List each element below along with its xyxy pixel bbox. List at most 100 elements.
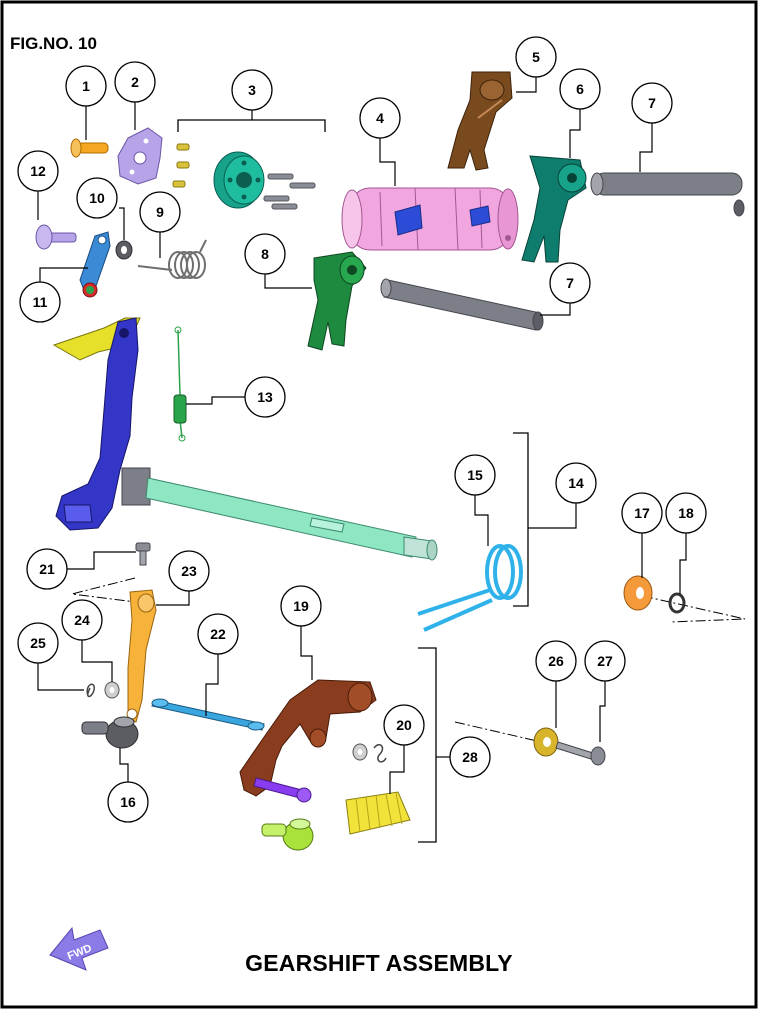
part-19-shift-arm: [239, 679, 377, 797]
callout-6: 6: [559, 68, 601, 110]
leader-line: [639, 123, 653, 172]
part-21-bolt: [135, 542, 151, 566]
callout-26: 26: [535, 640, 577, 682]
leader-line: [156, 591, 190, 606]
part-13-return-spring: [173, 326, 187, 442]
callout-13: 13: [244, 376, 286, 418]
callout-number: 24: [74, 612, 90, 628]
part-26-washer: [533, 727, 559, 757]
part-8-shift-fork: [307, 251, 367, 351]
leader-line: [379, 138, 396, 186]
part-18-circlip: [668, 592, 686, 614]
callout-number: 5: [532, 49, 540, 65]
shift-arm-assembly: [52, 317, 141, 531]
leader-line: [119, 748, 129, 782]
callout-bubble: [65, 65, 107, 107]
callout-27: 27: [584, 640, 626, 682]
leader-line: [528, 503, 577, 529]
callout-bubble: [515, 36, 557, 78]
leader-line: [679, 533, 687, 594]
bracket-28: [418, 647, 437, 843]
callout-number: 21: [39, 561, 55, 577]
callout-number: 23: [181, 563, 197, 579]
leader-line: [569, 109, 581, 158]
leader-line: [39, 267, 88, 282]
leader-line: [81, 640, 113, 682]
callout-bubble: [449, 736, 491, 778]
callout-15: 15: [454, 454, 496, 496]
callout-number: 7: [648, 95, 656, 111]
callout-14: 14: [555, 462, 597, 504]
callout-8: 8: [244, 233, 286, 275]
callout-5: 5: [515, 36, 557, 78]
callout-bubble: [17, 150, 59, 192]
leader-line: [119, 207, 125, 240]
part-24-washer: [104, 681, 120, 699]
leader-line: [540, 303, 571, 316]
callout-number: 2: [131, 74, 139, 90]
part-10-washer: [115, 240, 133, 260]
callout-number: 16: [120, 794, 136, 810]
callout-17: 17: [621, 492, 663, 534]
callout-number: 19: [293, 598, 309, 614]
callout-28: 28: [449, 736, 491, 778]
callout-number: 13: [257, 389, 273, 405]
part-9-torsion-spring: [137, 239, 207, 279]
figure-number: FIG.NO. 10: [10, 34, 97, 53]
part-27-bolt: [555, 741, 606, 766]
callout-9: 9: [139, 191, 181, 233]
part-washer-small: [352, 743, 368, 761]
part-pin-purple: [253, 777, 312, 803]
part-2-stopper-plate: [117, 127, 163, 185]
callout-bubble: [584, 640, 626, 682]
part-15-shift-spring: [417, 544, 523, 632]
callout-bubble: [359, 97, 401, 139]
callout-number: 1: [82, 78, 90, 94]
callout-bubble: [231, 69, 273, 111]
callout-bubble: [19, 281, 61, 323]
callout-number: 27: [597, 653, 613, 669]
part-20-rubber-boot: [345, 791, 411, 835]
callout-bubble: [665, 492, 707, 534]
leader-line: [67, 551, 136, 570]
callout-number: 22: [210, 626, 226, 642]
leader-line: [474, 495, 489, 546]
leader-line: [264, 274, 312, 289]
callout-bubble: [631, 82, 673, 124]
callout-bubble: [535, 640, 577, 682]
callout-1: 1: [65, 65, 107, 107]
callout-16: 16: [107, 781, 149, 823]
part-7-fork-shaft-lower: [380, 278, 544, 331]
callout-20: 20: [383, 704, 425, 746]
callout-23: 23: [168, 550, 210, 592]
callout-18: 18: [665, 492, 707, 534]
callout-7: 7: [549, 262, 591, 304]
callout-number: 11: [33, 294, 48, 310]
callout-number: 17: [634, 505, 650, 521]
callout-bubble: [114, 61, 156, 103]
callout-number: 12: [30, 163, 46, 179]
bracket-14: [513, 432, 529, 607]
leader-line: [205, 654, 219, 716]
leader-lines: [37, 77, 687, 794]
figure-title: GEARSHIFT ASSEMBLY: [245, 950, 513, 976]
callout-bubble: [76, 177, 118, 219]
callout-bubble: [244, 376, 286, 418]
part-4-shift-drum: [341, 187, 519, 251]
part-clip-small: [373, 743, 387, 763]
callout-number: 6: [576, 81, 584, 97]
part-11-stopper-arm: [79, 231, 111, 298]
leader-line: [186, 396, 245, 405]
callout-bubble: [555, 462, 597, 504]
part-22-shift-rod: [151, 698, 265, 731]
callout-number: 10: [89, 190, 105, 206]
part-23-shift-lever: [126, 589, 157, 723]
part-1-pin: [70, 138, 109, 158]
callout-12: 12: [17, 150, 59, 192]
callout-7: 7: [631, 82, 673, 124]
callout-11: 11: [19, 281, 61, 323]
leader-line: [389, 745, 405, 794]
callout-25: 25: [17, 622, 59, 664]
gearshift-shaft: [121, 467, 438, 561]
